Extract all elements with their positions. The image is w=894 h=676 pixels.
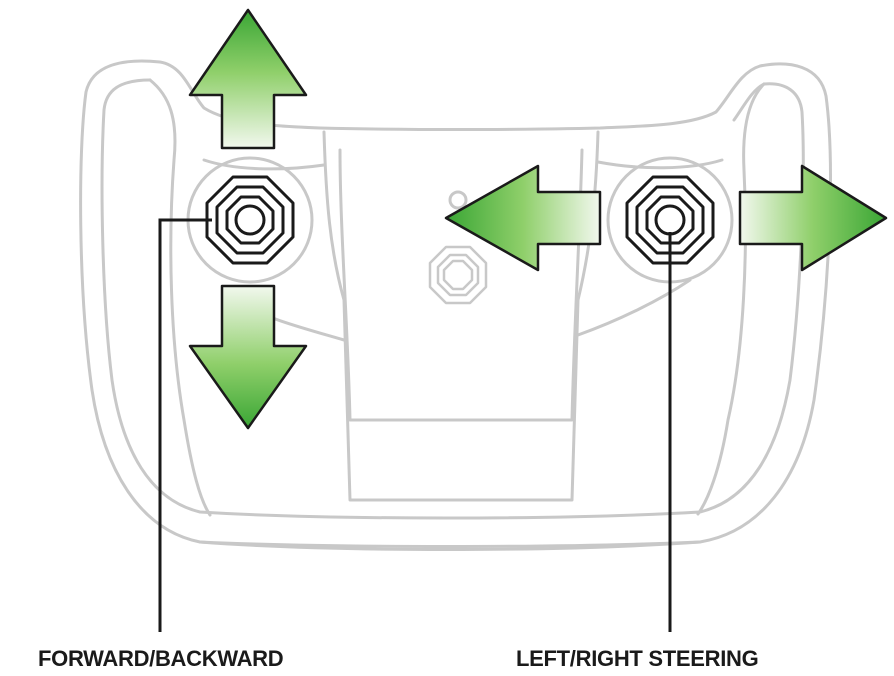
left-joystick-icon bbox=[205, 175, 295, 265]
forward-backward-label: FORWARD/BACKWARD bbox=[38, 646, 284, 671]
forward-backward-leader-line bbox=[158, 218, 212, 632]
arrow-left-icon bbox=[444, 164, 602, 272]
left-right-steering-label: LEFT/RIGHT STEERING bbox=[516, 646, 759, 671]
arrow-up-icon bbox=[188, 8, 308, 150]
remote-controller-icon bbox=[79, 59, 832, 551]
center-button-icon bbox=[428, 245, 488, 305]
arrow-down-icon bbox=[188, 284, 308, 430]
arrow-right-icon bbox=[738, 164, 888, 272]
